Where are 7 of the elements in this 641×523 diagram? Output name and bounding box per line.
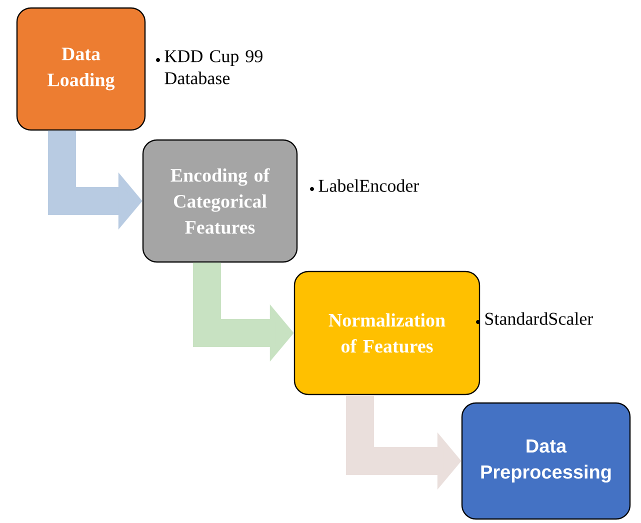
note-text: LabelEncoder xyxy=(318,179,419,192)
process-box: Normalization of Features xyxy=(294,270,480,396)
note-text: KDD Cup 99 Database xyxy=(164,50,262,84)
process-box: Data Loading xyxy=(16,7,146,131)
process-box: Encoding of Categorical Features xyxy=(142,139,298,263)
process-box: Data Preprocessing xyxy=(461,402,631,520)
note-text: StandardScaler xyxy=(485,312,594,325)
